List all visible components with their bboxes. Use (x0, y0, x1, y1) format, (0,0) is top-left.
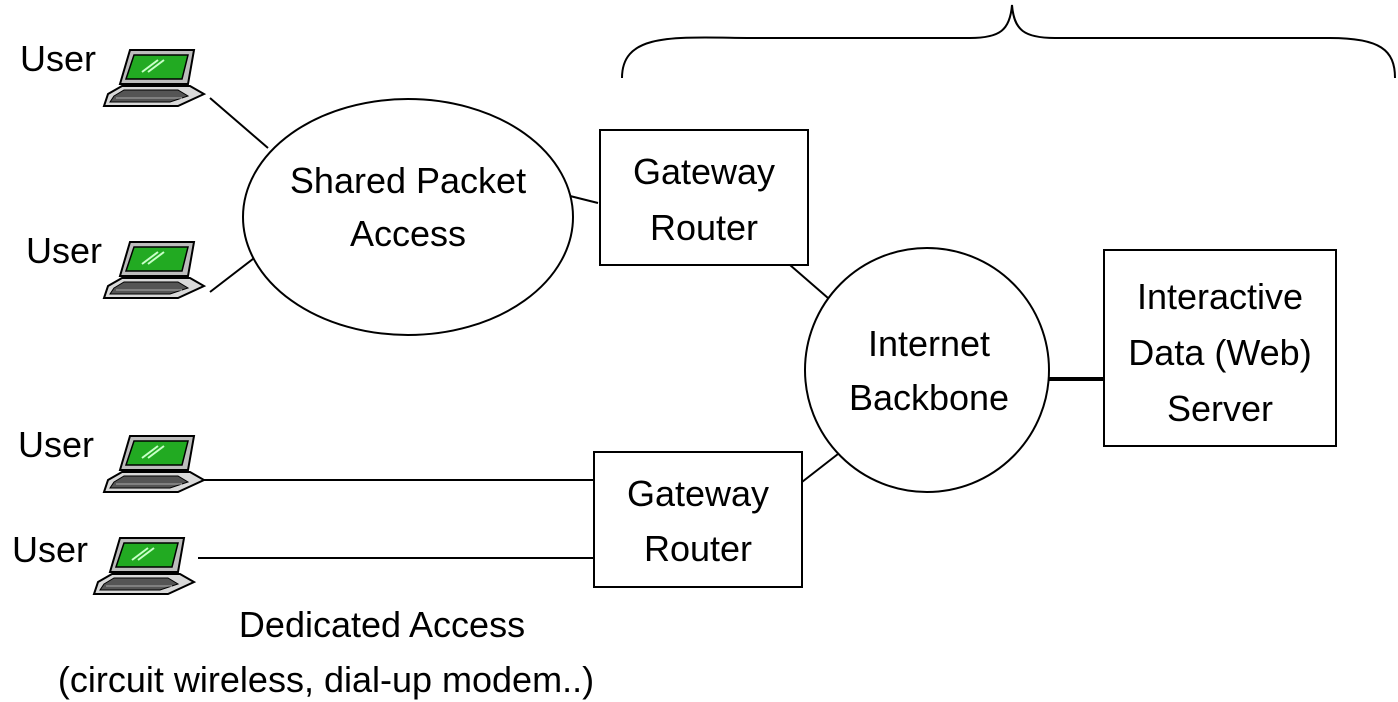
gateway-label: Gateway (627, 473, 769, 514)
backbone-label: Backbone (849, 377, 1009, 418)
dedicated-access-label: Dedicated Access (239, 604, 525, 645)
internet-backbone-node (804, 247, 1050, 493)
web-server-node (1103, 249, 1337, 447)
server-label: Server (1167, 388, 1273, 429)
server-label: Interactive (1137, 276, 1303, 317)
link-shared-gateway (569, 195, 599, 204)
brace (621, 4, 1396, 79)
links (198, 97, 1104, 559)
dedicated-access-caption: (circuit wireless, dial-up modem..) (58, 659, 594, 700)
laptop-icon (103, 241, 205, 299)
backbone-label: Internet (868, 323, 990, 364)
user-label: User (18, 424, 94, 465)
shared-access-label: Access (350, 213, 466, 254)
server-label: Data (Web) (1128, 332, 1311, 373)
user-label: User (20, 38, 96, 79)
shared-access-label: Shared Packet (290, 160, 526, 201)
laptop-icon (93, 537, 195, 595)
gateway-router-bottom (593, 451, 803, 588)
user-label: User (26, 230, 102, 271)
user-label: User (12, 529, 88, 570)
link-gateway-backbone (789, 264, 829, 299)
shared-access-node (242, 98, 574, 336)
laptop-icon (103, 435, 205, 493)
laptop-icon (103, 49, 205, 107)
gateway-label: Router (644, 528, 752, 569)
gateway-router-top (599, 129, 809, 266)
link-user1-shared (209, 97, 269, 149)
gateway-label: Gateway (633, 151, 775, 192)
gateway-label: Router (650, 207, 758, 248)
